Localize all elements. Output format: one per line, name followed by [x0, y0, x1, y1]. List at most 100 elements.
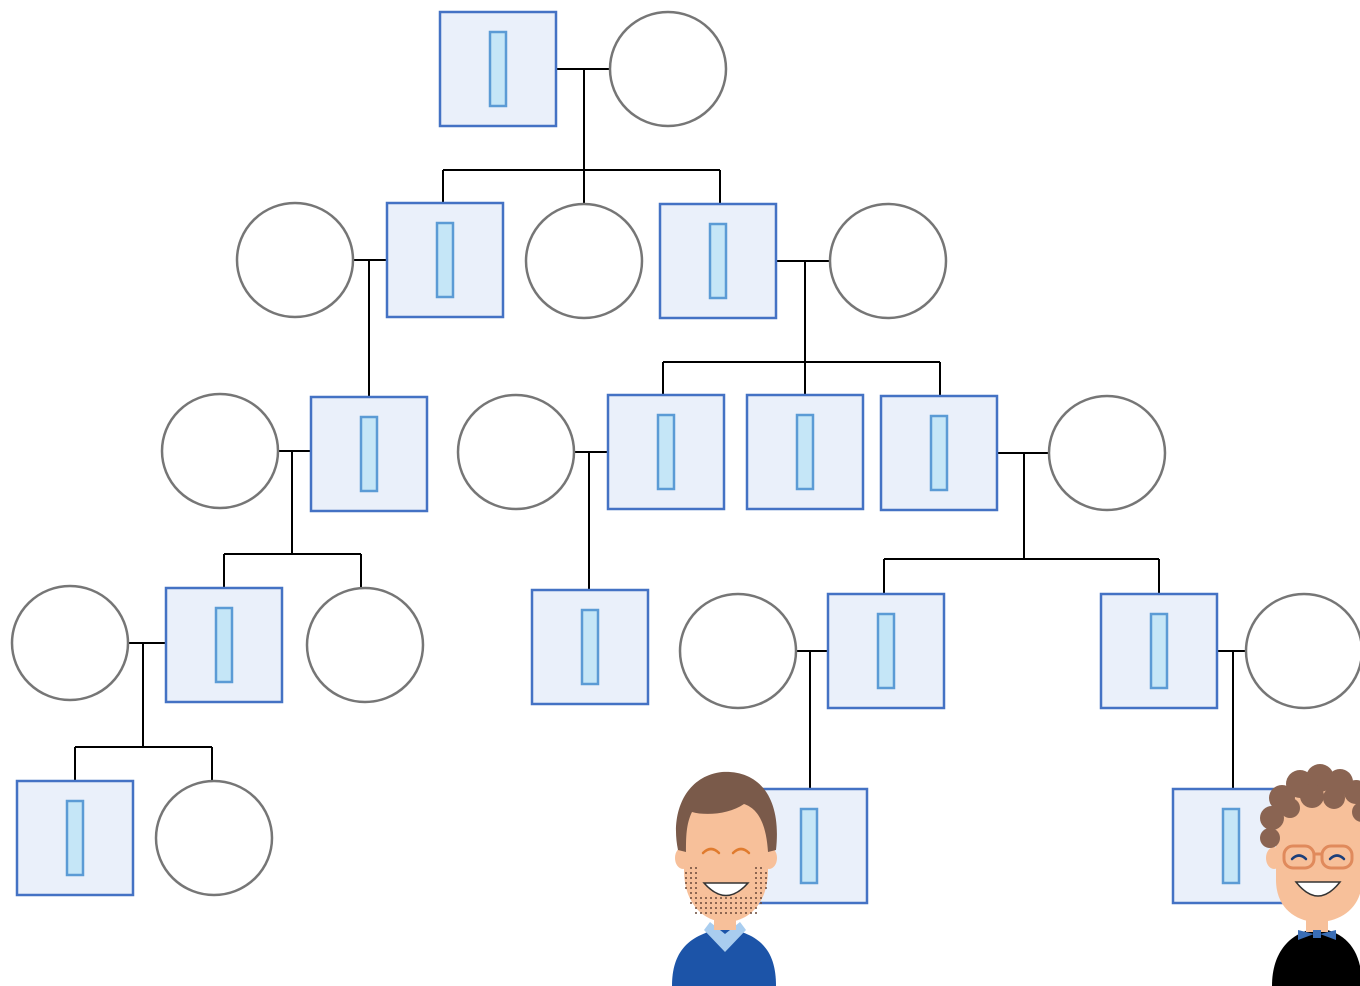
- female-wife-4a: [10, 584, 130, 702]
- male-son-4d: [826, 592, 946, 710]
- beard-dot: [690, 872, 692, 874]
- beard-dot: [690, 882, 692, 884]
- beard-dot: [695, 902, 697, 904]
- beard-dot: [705, 902, 707, 904]
- beard-dot: [760, 872, 762, 874]
- beard-dot: [745, 907, 747, 909]
- beard-dot: [730, 912, 732, 914]
- beard-dot: [705, 897, 707, 899]
- marker-bar: [876, 612, 896, 690]
- male-son-4c: [530, 588, 650, 706]
- female-wife-3d: [1047, 394, 1167, 512]
- beard-dot: [715, 902, 717, 904]
- female-wife-2a: [235, 201, 355, 319]
- beard-dot: [685, 872, 687, 874]
- beard-dot: [755, 907, 757, 909]
- male-son-3a: [309, 395, 429, 513]
- beard-dot: [690, 902, 692, 904]
- beard-dot: [695, 872, 697, 874]
- beard-dot: [690, 892, 692, 894]
- beard-dot: [720, 902, 722, 904]
- face: [684, 780, 768, 922]
- beard-dot: [750, 907, 752, 909]
- beard-dot: [745, 912, 747, 914]
- beard-dot: [735, 907, 737, 909]
- male-son-3c: [745, 393, 865, 511]
- beard-dot: [725, 907, 727, 909]
- beard-dot: [690, 897, 692, 899]
- beard-dot: [750, 902, 752, 904]
- beard-dot: [740, 897, 742, 899]
- beard-dot: [765, 887, 767, 889]
- left-eye: [1290, 854, 1308, 861]
- beard-dot: [710, 902, 712, 904]
- female-wife-2c: [828, 202, 948, 320]
- beard-dot: [695, 877, 697, 879]
- beard-dot: [695, 867, 697, 869]
- marker-bar: [929, 414, 949, 492]
- beard-dot: [760, 902, 762, 904]
- beard-dot: [730, 907, 732, 909]
- hair-curl: [1300, 784, 1324, 808]
- marker-bar: [359, 415, 379, 493]
- beard-dot: [765, 872, 767, 874]
- beard-dot: [695, 912, 697, 914]
- beard-dot: [720, 907, 722, 909]
- marker-bar: [795, 413, 815, 491]
- beard-dot: [725, 897, 727, 899]
- beard-dot: [730, 902, 732, 904]
- marker-bar: [1221, 807, 1241, 885]
- beard: [685, 867, 767, 914]
- hair: [675, 771, 777, 852]
- marker-bar: [708, 222, 728, 300]
- beard-dot: [760, 887, 762, 889]
- beard-dot: [695, 887, 697, 889]
- bowtie-right: [1320, 930, 1336, 940]
- beard-dot: [735, 897, 737, 899]
- hair-curl: [1352, 802, 1360, 822]
- family-links: [74, 68, 1247, 789]
- marker-bar: [656, 413, 676, 491]
- beard-dot: [745, 902, 747, 904]
- smile: [1294, 881, 1342, 897]
- male-son-2a: [385, 201, 505, 319]
- beard-dot: [755, 897, 757, 899]
- beard-dot: [755, 882, 757, 884]
- sweater: [672, 928, 776, 986]
- male-son-4e: [1099, 592, 1219, 710]
- beard-dot: [700, 897, 702, 899]
- male-son-2c: [658, 202, 778, 320]
- beard-dot: [700, 907, 702, 909]
- right-eye: [731, 847, 751, 855]
- beard-dot: [735, 912, 737, 914]
- female-grandma-1: [608, 10, 728, 128]
- beard-dot: [730, 897, 732, 899]
- female-daughter-2b: [524, 202, 644, 320]
- smile: [702, 882, 750, 897]
- beard-dot: [725, 912, 727, 914]
- avatar-man-with-glasses: [1260, 764, 1360, 986]
- hair-curl: [1280, 798, 1300, 818]
- beard-dot: [755, 872, 757, 874]
- hair-curl: [1323, 787, 1345, 809]
- bowtie-knot: [1313, 930, 1321, 938]
- beard-dot: [690, 867, 692, 869]
- beard-dot: [755, 887, 757, 889]
- avatar-bearded-man: [672, 771, 777, 986]
- beard-dot: [760, 877, 762, 879]
- beard-dot: [720, 912, 722, 914]
- marker-bar: [488, 30, 508, 108]
- female-daughter-4b: [305, 586, 425, 704]
- family-members: [10, 10, 1360, 905]
- female-wife-3a: [160, 392, 280, 510]
- beard-dot: [755, 877, 757, 879]
- beard-dot: [705, 907, 707, 909]
- beard-dot: [685, 877, 687, 879]
- beard-dot: [760, 867, 762, 869]
- beard-dot: [740, 907, 742, 909]
- male-son-3d: [879, 394, 999, 512]
- beard-dot: [690, 877, 692, 879]
- beard-dot: [765, 882, 767, 884]
- beard-dot: [695, 897, 697, 899]
